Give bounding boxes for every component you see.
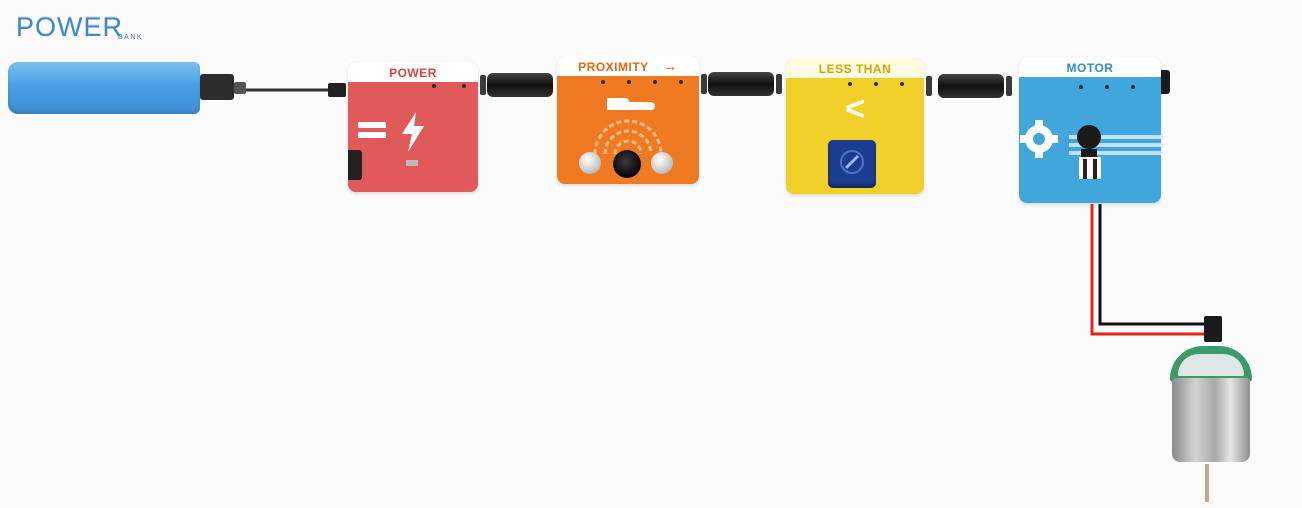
dc-motor bbox=[1170, 346, 1252, 466]
pin bbox=[679, 80, 683, 84]
pin bbox=[653, 80, 657, 84]
power-bank-sublabel: BANK bbox=[118, 34, 144, 41]
connector bbox=[487, 73, 553, 97]
pin bbox=[462, 84, 466, 88]
usb-cable-clip bbox=[234, 82, 246, 94]
motor-endcap-rim bbox=[1178, 354, 1244, 376]
proximity-title-text: PROXIMITY bbox=[578, 60, 649, 74]
power-block: POWER bbox=[348, 62, 478, 192]
power-bank bbox=[8, 62, 200, 114]
ir-led-right bbox=[651, 152, 673, 174]
usb-cable bbox=[231, 83, 346, 97]
less-than-block-title: LESS THAN bbox=[786, 58, 924, 78]
motor-shaft bbox=[1205, 464, 1209, 502]
pin bbox=[1105, 85, 1109, 89]
power-plug-icon bbox=[358, 122, 386, 138]
pin bbox=[900, 82, 904, 86]
pin bbox=[432, 84, 436, 88]
connector-end bbox=[480, 75, 486, 95]
motor-gear-icon bbox=[1020, 120, 1161, 179]
ir-led-left bbox=[579, 152, 601, 174]
lightning-icon bbox=[402, 112, 424, 152]
connector-end bbox=[776, 74, 782, 94]
status-led bbox=[406, 160, 418, 166]
dial-icon bbox=[840, 150, 864, 174]
pin bbox=[601, 80, 605, 84]
motor-terminal-plug bbox=[1204, 316, 1222, 342]
connector bbox=[708, 72, 774, 96]
proximity-block: PROXIMITY → bbox=[557, 56, 699, 184]
connector-end bbox=[1006, 76, 1012, 96]
less-than-symbol: < bbox=[845, 90, 865, 128]
power-block-title: POWER bbox=[348, 62, 478, 82]
proximity-block-title: PROXIMITY → bbox=[557, 56, 699, 76]
connector-end bbox=[701, 74, 707, 94]
connector bbox=[938, 74, 1004, 98]
motor-can bbox=[1172, 378, 1250, 462]
power-switch bbox=[348, 150, 362, 180]
motor-block-title: MOTOR bbox=[1019, 57, 1161, 77]
potentiometer-knob[interactable] bbox=[828, 140, 876, 188]
usb-plug bbox=[200, 74, 234, 100]
hand-icon bbox=[607, 98, 655, 110]
motor-wires bbox=[1090, 204, 1216, 336]
proximity-waves-icon bbox=[593, 119, 663, 155]
power-bank-label: PΟWER bbox=[16, 12, 124, 42]
arrow-right-icon: → bbox=[662, 58, 678, 75]
connector-end bbox=[926, 76, 932, 96]
pin bbox=[1079, 85, 1083, 89]
motor-block: MOTOR bbox=[1019, 57, 1161, 203]
pin bbox=[1131, 85, 1135, 89]
pin bbox=[874, 82, 878, 86]
motor-block-end-cap bbox=[1161, 70, 1170, 94]
pin bbox=[627, 80, 631, 84]
pin bbox=[848, 82, 852, 86]
ir-sensor bbox=[613, 150, 641, 178]
